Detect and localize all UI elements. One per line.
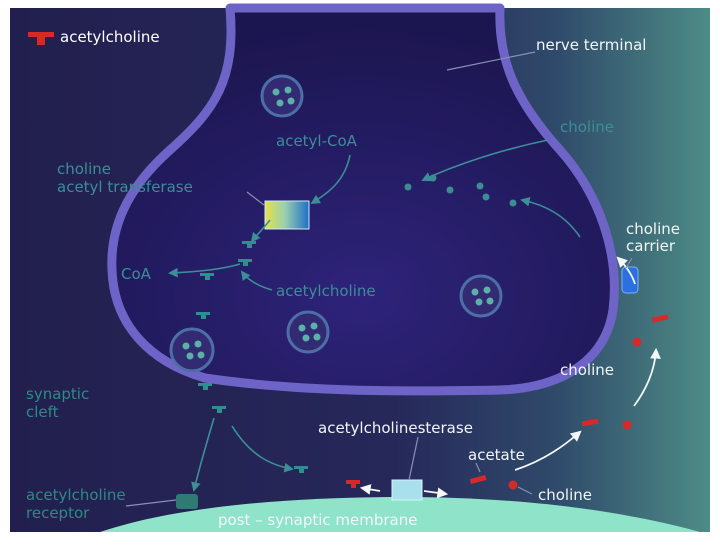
acetylcholine-receptor-shape bbox=[176, 494, 198, 509]
acetyl-coa-label: acetyl-CoA bbox=[276, 132, 358, 150]
choline-acetyltransferase-label-2: acetyl transferase bbox=[57, 178, 193, 196]
choline-top-label: choline bbox=[560, 118, 614, 136]
choline-carrier-protein bbox=[621, 266, 639, 294]
leader-lines bbox=[125, 51, 633, 507]
synaptic-vesicle bbox=[459, 274, 503, 318]
choline-carrier-label-2: carrier bbox=[626, 237, 676, 255]
choline-carrier-label-1: choline bbox=[626, 220, 680, 238]
transport-arrows bbox=[359, 256, 661, 499]
acetate-label: acetate bbox=[468, 446, 525, 464]
choline-acetyltransferase-label-1: choline bbox=[57, 160, 111, 178]
coa-label: CoA bbox=[121, 265, 152, 283]
post-synaptic-membrane bbox=[100, 497, 700, 532]
acetylcholine-receptor-label-1: acetylcholine bbox=[26, 486, 126, 504]
legend: acetylcholine bbox=[28, 28, 160, 46]
synaptic-vesicle bbox=[286, 310, 330, 354]
synaptic-cleft-label-1: synaptic bbox=[26, 385, 89, 403]
synaptic-cleft-label-2: cleft bbox=[26, 403, 59, 421]
acetylcholine-inner-label: acetylcholine bbox=[276, 282, 376, 300]
acetylcholine-receptor-label-2: receptor bbox=[26, 504, 90, 522]
synaptic-vesicle bbox=[260, 74, 304, 118]
synaptic-vesicle bbox=[169, 327, 215, 373]
acetylcholinesterase-label: acetylcholinesterase bbox=[318, 419, 473, 437]
acetylcholinesterase-enzyme bbox=[391, 479, 423, 501]
nerve-terminal-label: nerve terminal bbox=[536, 36, 646, 54]
post-synaptic-membrane-label: post – synaptic membrane bbox=[218, 511, 417, 529]
acetylcholine-molecules bbox=[196, 241, 308, 473]
choline-particles bbox=[404, 174, 517, 207]
choline-acetyltransferase-enzyme bbox=[264, 200, 310, 230]
pathway-arrows bbox=[168, 139, 581, 492]
red-molecules bbox=[346, 314, 669, 490]
choline-right-label: choline bbox=[560, 361, 614, 379]
legend-label: acetylcholine bbox=[60, 28, 160, 46]
choline-bottom-label: choline bbox=[538, 486, 592, 504]
